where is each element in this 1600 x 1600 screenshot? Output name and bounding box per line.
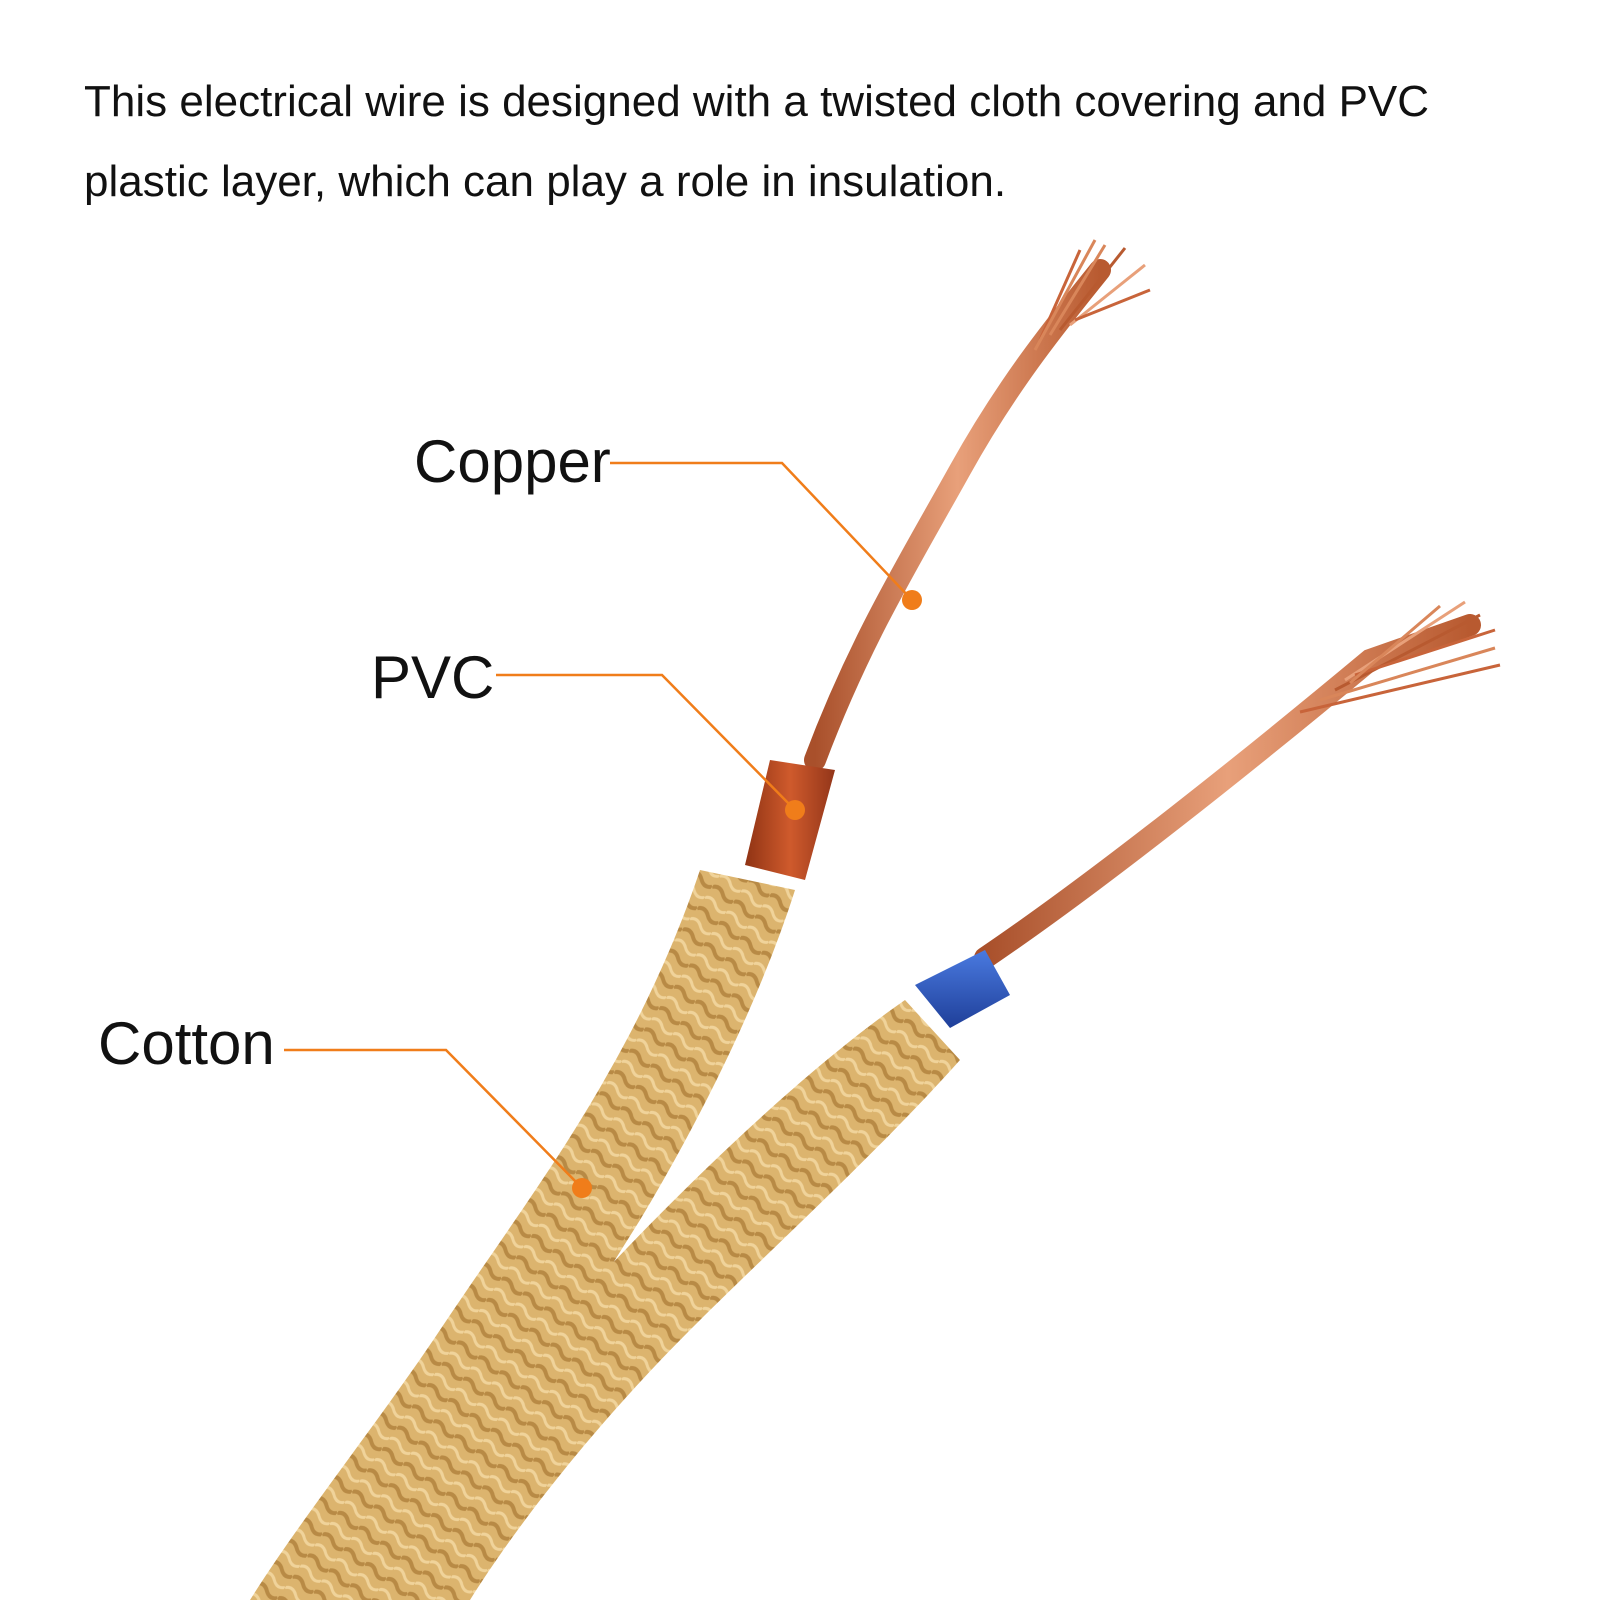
copper-leader-line (610, 461, 913, 601)
copper-leader-dot (902, 590, 922, 610)
right-copper-strands (974, 600, 1501, 969)
callout-label-copper: Copper (414, 428, 611, 495)
callout-label-cotton: Cotton (98, 1010, 275, 1077)
left-cotton-braid (250, 870, 795, 1600)
callout-label-pvc: PVC (371, 644, 495, 711)
right-pvc-sleeve (915, 950, 1010, 1028)
description-text: This electrical wire is designed with a … (84, 77, 1430, 206)
callout-leaders (284, 461, 922, 1198)
pvc-leader-dot (785, 800, 805, 820)
left-copper-strands (804, 239, 1151, 771)
cotton-leader-dot (572, 1178, 592, 1198)
cotton-leader-line (284, 1048, 583, 1189)
pvc-leader-line (496, 673, 796, 811)
left-pvc-sleeve (745, 760, 835, 880)
